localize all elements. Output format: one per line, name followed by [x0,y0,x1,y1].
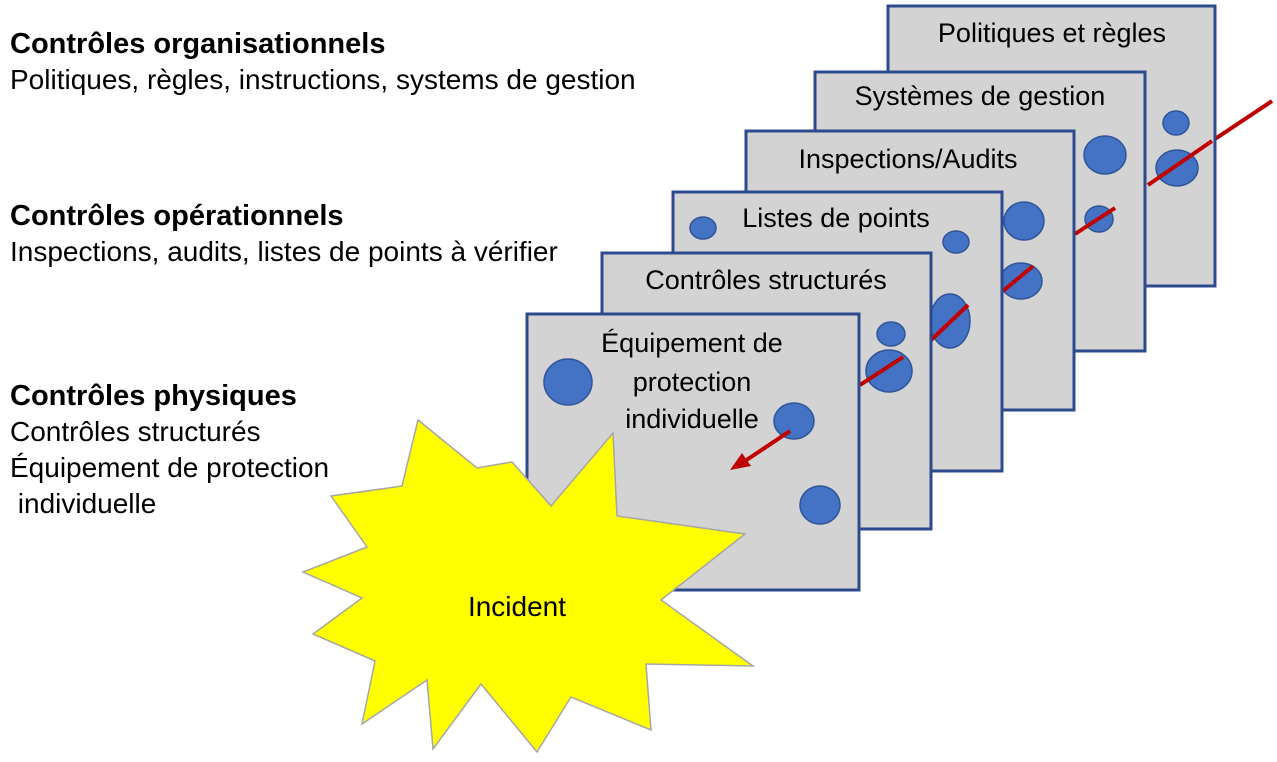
trajectory-segment [928,303,970,343]
incident-burst-shape [301,418,756,754]
trajectory-segment [1001,264,1035,293]
incident-label: Incident [468,591,566,622]
slice-structures-label: Contrôles structurés [645,265,887,295]
slice-inspections-label: Inspections/Audits [798,144,1017,174]
slice-epi-label-line2: protection [633,367,752,397]
hole [689,216,717,240]
hole [799,485,841,525]
hole [999,262,1043,300]
trajectory-arrowhead-icon [730,453,751,470]
hole [773,402,815,440]
hole [543,358,593,406]
legend-operational-body: Inspections, audits, listes de points à … [10,236,558,267]
trajectory-segment-exit [1210,99,1274,143]
legend-physical-heading: Contrôles physiques [10,380,297,412]
hole [865,349,913,393]
slice-listes-label: Listes de points [742,203,930,233]
legend-physical-line3: individuelle [10,488,157,519]
slice-epi-label-line1: Équipement de [601,328,783,358]
hole [1083,135,1127,175]
trajectory-segment [1073,206,1117,236]
hole [1003,201,1045,241]
legend-operational-heading: Contrôles opérationnels [10,200,344,232]
slice-epi-label-line3: individuelle [625,404,759,434]
trajectory-segment [858,355,905,387]
hole [942,230,970,254]
legend-organisational: Contrôles organisationnels Politiques, r… [10,26,660,98]
incident-burst: Incident [301,418,756,754]
legend-operational: Contrôles opérationnels Inspections, aud… [10,198,570,270]
hole [876,321,906,347]
slice-politiques-label: Politiques et règles [938,18,1166,48]
slice-systemes-label: Systèmes de gestion [855,81,1106,111]
trajectory-arrow-shaft [743,429,792,463]
legend-physical-line1: Contrôles structurés [10,416,261,447]
legend-physical: Contrôles physiques Contrôles structurés… [10,378,430,522]
hole [1162,110,1190,136]
legend-organisational-body: Politiques, règles, instructions, system… [10,64,636,95]
legend-organisational-heading: Contrôles organisationnels [10,28,386,60]
legend-physical-line2: Équipement de protection [10,452,330,483]
trajectory-segment [1146,139,1214,187]
